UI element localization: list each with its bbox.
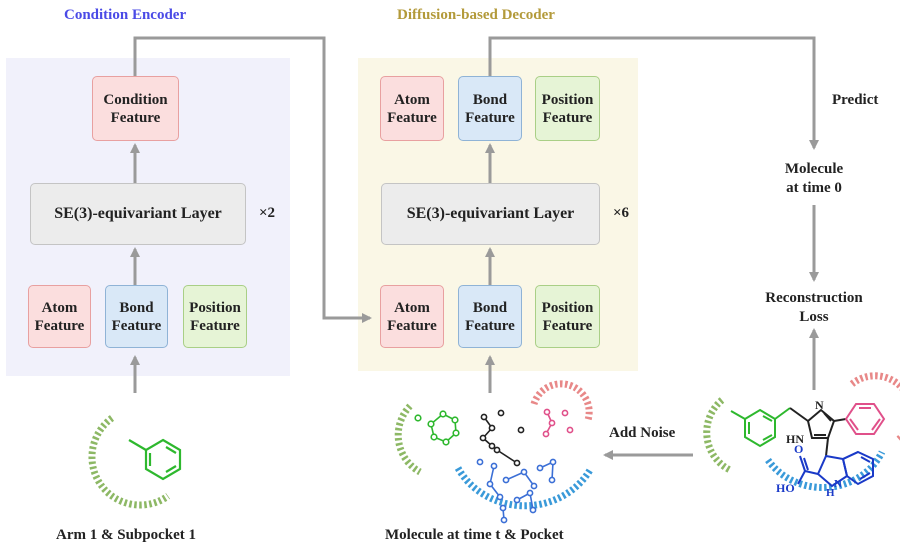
encoder-position-feature: Position Feature — [183, 285, 247, 348]
atom-label-hn: HN — [786, 432, 804, 446]
decoder-bond-feature: Bond Feature — [458, 285, 522, 348]
decoder-top-bond-feature: Bond Feature — [458, 76, 522, 141]
atom-label-n: N — [815, 398, 824, 412]
full-pink-pocket — [849, 372, 900, 443]
atom-label-n-indole: N — [834, 478, 842, 490]
arm1-molecule — [128, 438, 182, 481]
arrow-predict — [488, 36, 819, 150]
full-pink-ring — [844, 403, 886, 435]
atom-label-h: H — [826, 487, 835, 499]
encoder-condition-feature: Condition Feature — [92, 76, 179, 141]
decoder-atom-feature: Atom Feature — [380, 285, 444, 348]
encoder-se3-layer: SE(3)-equivariant Layer — [30, 183, 246, 245]
molecule-time0-label: Molecule at time 0 — [784, 161, 844, 196]
noisy-pink-fragment — [542, 408, 574, 438]
decoder-position-feature: Position Feature — [535, 285, 600, 348]
decoder-se3-layer: SE(3)-equivariant Layer — [381, 183, 600, 245]
encoder-input-caption: Arm 1 & Subpocket 1 — [56, 527, 197, 543]
noisy-blue-fragment — [476, 458, 557, 524]
noisy-black-fragment — [479, 409, 525, 467]
encoder-atom-feature: Atom Feature — [28, 285, 91, 348]
reconstruction-loss-label: Reconstruction Loss — [765, 290, 863, 325]
decoder-title: Diffusion-based Decoder — [397, 7, 555, 23]
arm1-pocket-arc — [88, 415, 171, 509]
decoder-repeat-count: ×6 — [613, 205, 630, 221]
arrow-condition-to-decoder — [133, 36, 372, 323]
full-imidazole — [789, 407, 847, 457]
predict-label: Predict — [832, 92, 879, 108]
encoder-bond-feature: Bond Feature — [105, 285, 168, 348]
atom-label-ho: HO — [776, 481, 795, 495]
decoder-input-caption: Molecule at time t & Pocket — [385, 527, 564, 543]
add-noise-label: Add Noise — [609, 425, 676, 441]
full-indole — [797, 450, 874, 488]
encoder-title: Condition Encoder — [64, 7, 187, 23]
encoder-repeat-count: ×2 — [259, 205, 276, 221]
noisy-green-fragment — [414, 410, 460, 446]
decoder-top-position-feature: Position Feature — [535, 76, 600, 141]
full-green-ring — [730, 407, 791, 448]
noisy-pink-pocket — [530, 380, 593, 421]
noisy-blue-pocket — [454, 466, 593, 510]
atom-label-o: O — [794, 442, 804, 456]
full-green-pocket — [703, 397, 732, 474]
decoder-top-atom-feature: Atom Feature — [380, 76, 444, 141]
